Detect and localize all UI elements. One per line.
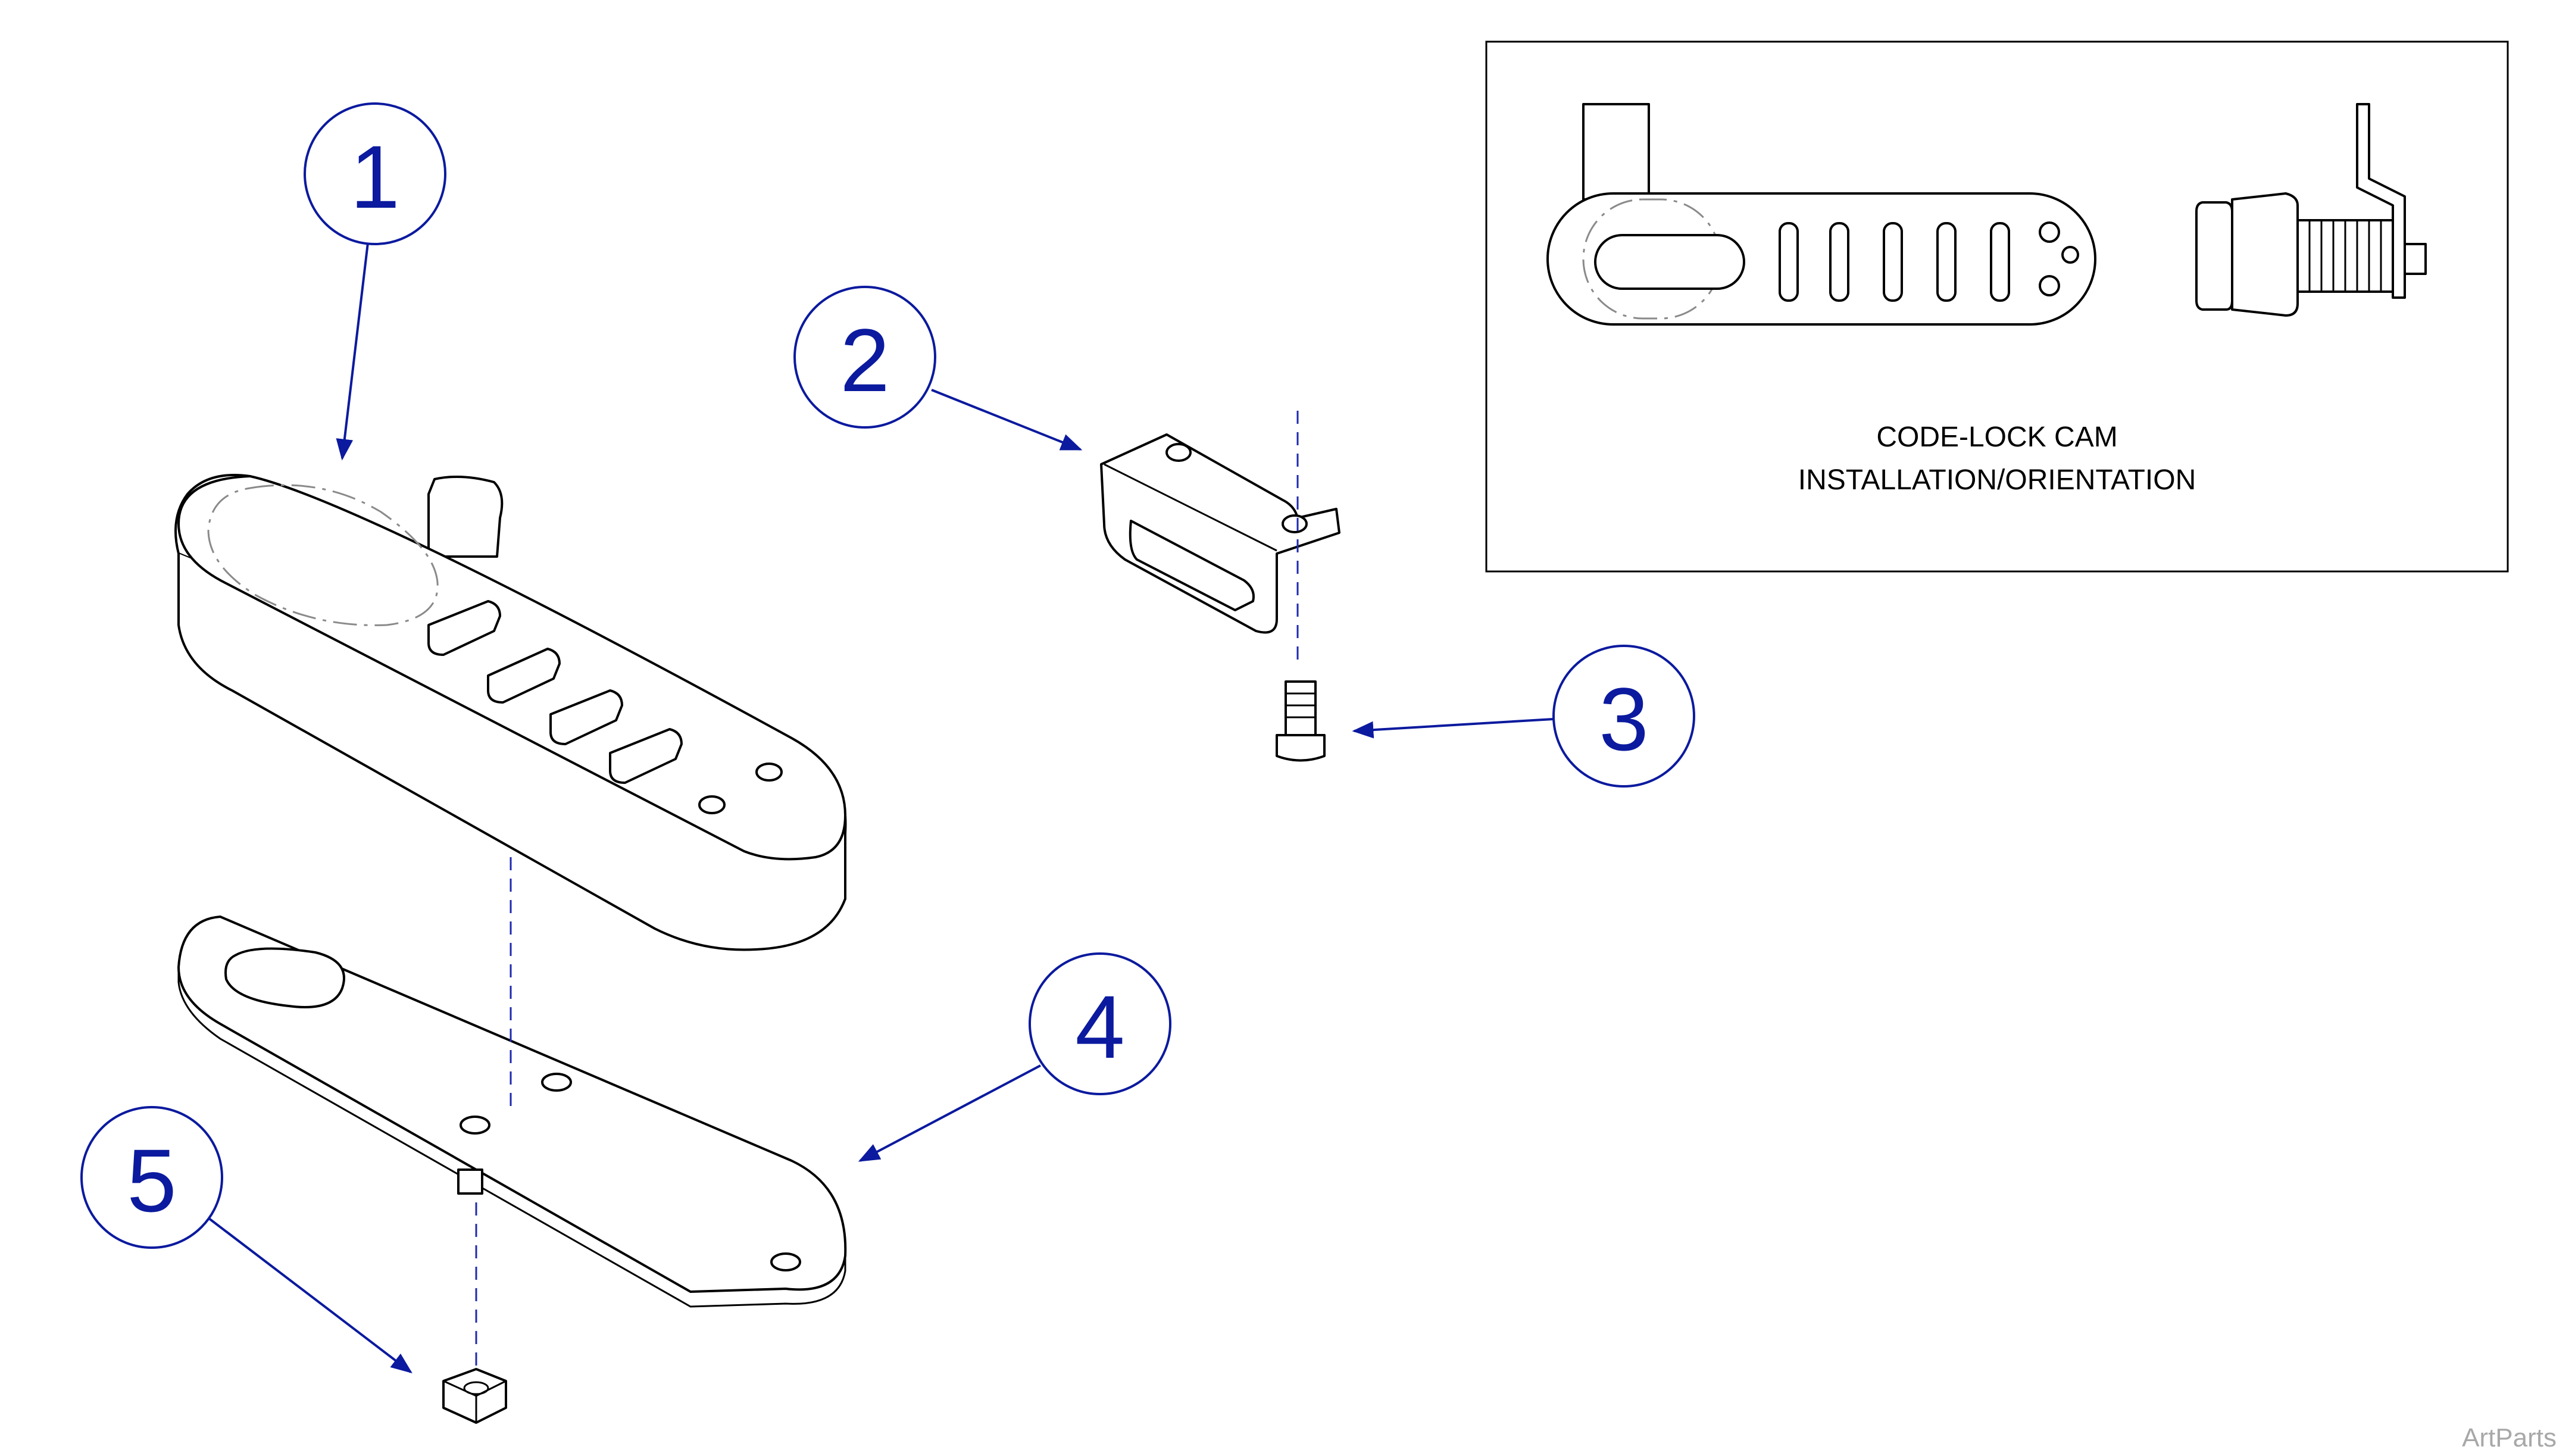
- base-plate-part: [177, 916, 847, 1308]
- callout-5-number: 5: [127, 1130, 176, 1230]
- callout-3: 3: [1552, 645, 1695, 788]
- inset-title-line2: INSTALLATION/ORIENTATION: [1798, 464, 2196, 496]
- code-lock-part: [174, 474, 847, 951]
- callout-4: 4: [1029, 952, 1171, 1095]
- callout-4-number: 4: [1075, 977, 1124, 1077]
- inset-title-line1: CODE-LOCK CAM: [1876, 421, 2117, 453]
- callout-5: 5: [80, 1106, 223, 1249]
- callout-3-number: 3: [1599, 669, 1648, 769]
- inset-lock-front-view: [1546, 103, 2096, 326]
- leader-arrows: [202, 242, 1554, 1374]
- hex-nut-part: [442, 1368, 507, 1424]
- callout-1-number: 1: [350, 127, 399, 227]
- watermark-text: ArtParts: [2462, 1423, 2557, 1452]
- inset-panel: CODE-LOCK CAM INSTALLATION/ORIENTATION: [1485, 40, 2509, 573]
- callout-1: 1: [304, 102, 446, 245]
- callout-2: 2: [793, 286, 936, 429]
- callout-2-number: 2: [840, 310, 889, 410]
- screw-part: [1276, 680, 1326, 762]
- assembly-centerlines: [475, 411, 1299, 1366]
- bracket-part: [1100, 433, 1340, 634]
- inset-frame: [1485, 40, 2509, 573]
- inset-lock-side-view: [2195, 103, 2427, 317]
